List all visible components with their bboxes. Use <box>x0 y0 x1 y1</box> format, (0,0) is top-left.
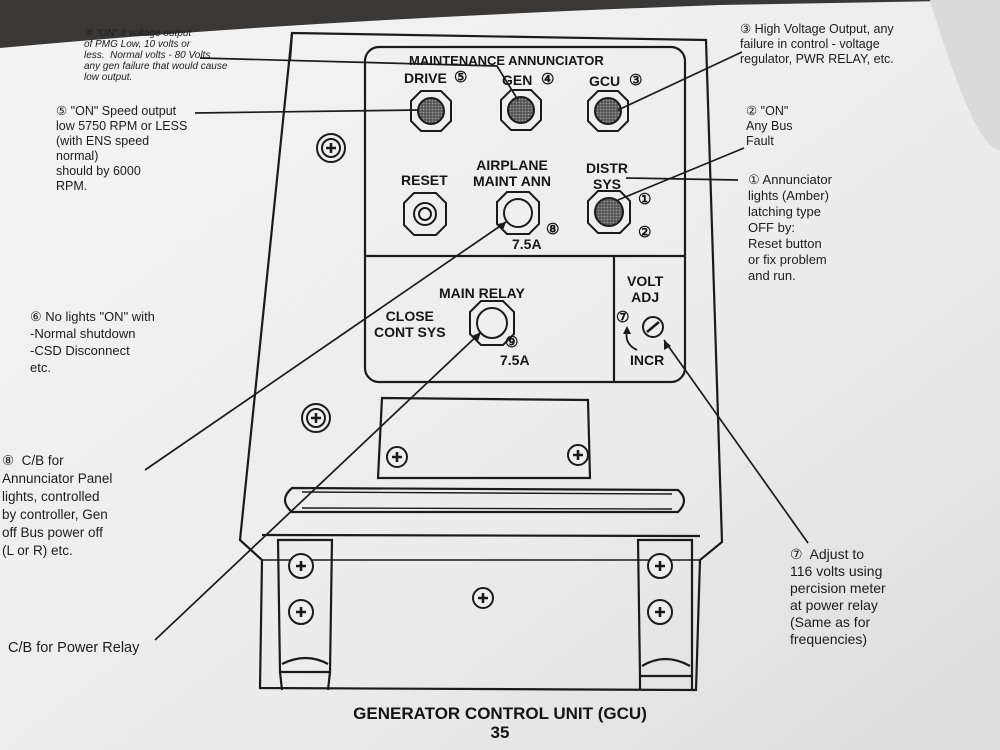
incr-label: INCR <box>630 352 665 368</box>
figure-caption: GENERATOR CONTROL UNIT (GCU) <box>353 704 647 723</box>
drive-number: ⑤ <box>454 69 468 86</box>
screw-icon <box>567 444 589 466</box>
leader-cb8 <box>144 221 507 471</box>
gen-lamp-icon <box>500 89 542 131</box>
leader-distr-2 <box>617 147 745 201</box>
screw-icon <box>288 599 314 625</box>
leader-drive <box>194 109 420 114</box>
screw-icon <box>316 133 346 163</box>
leader-gen <box>199 57 519 101</box>
circuit-breaker-9-icon <box>469 300 515 346</box>
reset-label: RESET <box>401 172 448 188</box>
screw-icon <box>301 403 331 433</box>
callout-9: C/B for Power Relay <box>8 640 140 656</box>
gcu-outline <box>238 31 724 692</box>
cb8-number: ⑧ <box>546 221 560 238</box>
callout-3: ③ High Voltage Output, any failure in co… <box>740 22 894 66</box>
main-relay-label: MAIN RELAY <box>439 285 525 301</box>
lamps <box>403 89 631 346</box>
distr-sys-label: DISTR SYS <box>586 160 628 192</box>
cb9-rating: 7.5A <box>500 352 530 368</box>
gcu-lamp-icon <box>587 90 629 132</box>
callout-1: ① Annunciator lights (Amber) latching ty… <box>748 172 832 283</box>
drive-lamp-icon <box>410 90 452 132</box>
screw-icon <box>288 553 314 579</box>
screw-icon <box>386 446 408 468</box>
close-cont-sys-label: CLOSE CONT SYS <box>374 308 446 340</box>
leader-lines <box>144 51 809 641</box>
cover-plate <box>376 396 592 480</box>
screw-icon <box>472 587 494 609</box>
callout-8: ⑧ C/B for Annunciator Panel lights, cont… <box>2 453 113 558</box>
callout-4: ④ "ON" if voltage output of PMG Low, 10 … <box>84 28 228 83</box>
page-number: 35 <box>490 723 510 742</box>
distr-sys-lamp-icon <box>587 190 631 234</box>
screw-icon <box>647 599 673 625</box>
page-curl <box>930 0 1000 150</box>
cb8-rating: 7.5A <box>512 236 542 252</box>
gen-label: GEN <box>502 72 533 88</box>
screw-icon <box>642 316 664 338</box>
drive-label: DRIVE <box>404 70 447 86</box>
callout-5: ⑤ "ON" Speed output low 5750 RPM or LESS… <box>56 104 188 193</box>
gen-number: ④ <box>541 71 555 88</box>
cb9-number: ⑨ <box>505 334 519 351</box>
leader-gcu <box>617 51 743 111</box>
leader-cb9 <box>154 331 482 641</box>
annunciator-box <box>363 45 687 384</box>
callout-7: ⑦ Adjust to 116 volts using percision me… <box>790 546 886 647</box>
gcu-label: GCU <box>589 73 621 89</box>
volt-adj-label: VOLT ADJ <box>627 273 664 305</box>
screws <box>288 133 673 625</box>
callout-6: ⑥ No lights "ON" with -Normal shutdown -… <box>30 309 155 375</box>
handle-bar <box>283 486 686 514</box>
circuit-breaker-8-icon <box>496 191 540 235</box>
screw-icon <box>647 553 673 579</box>
incr-arrowhead-icon <box>623 326 631 334</box>
distr-number-2: ② <box>638 224 652 241</box>
annunciator-title: MAINTENANCE ANNUNCIATOR <box>409 53 604 68</box>
callout-2: ② "ON" Any Bus Fault <box>746 104 793 148</box>
leader-distr-1 <box>625 177 739 181</box>
volt-adj-number: ⑦ <box>616 309 630 326</box>
leader-volt-adj <box>663 339 809 544</box>
distr-number-1: ① <box>638 191 652 208</box>
reset-button-icon <box>403 192 447 236</box>
airplane-maint-ann-label: AIRPLANE MAINT ANN <box>473 157 552 189</box>
gcu-number: ③ <box>629 72 643 89</box>
